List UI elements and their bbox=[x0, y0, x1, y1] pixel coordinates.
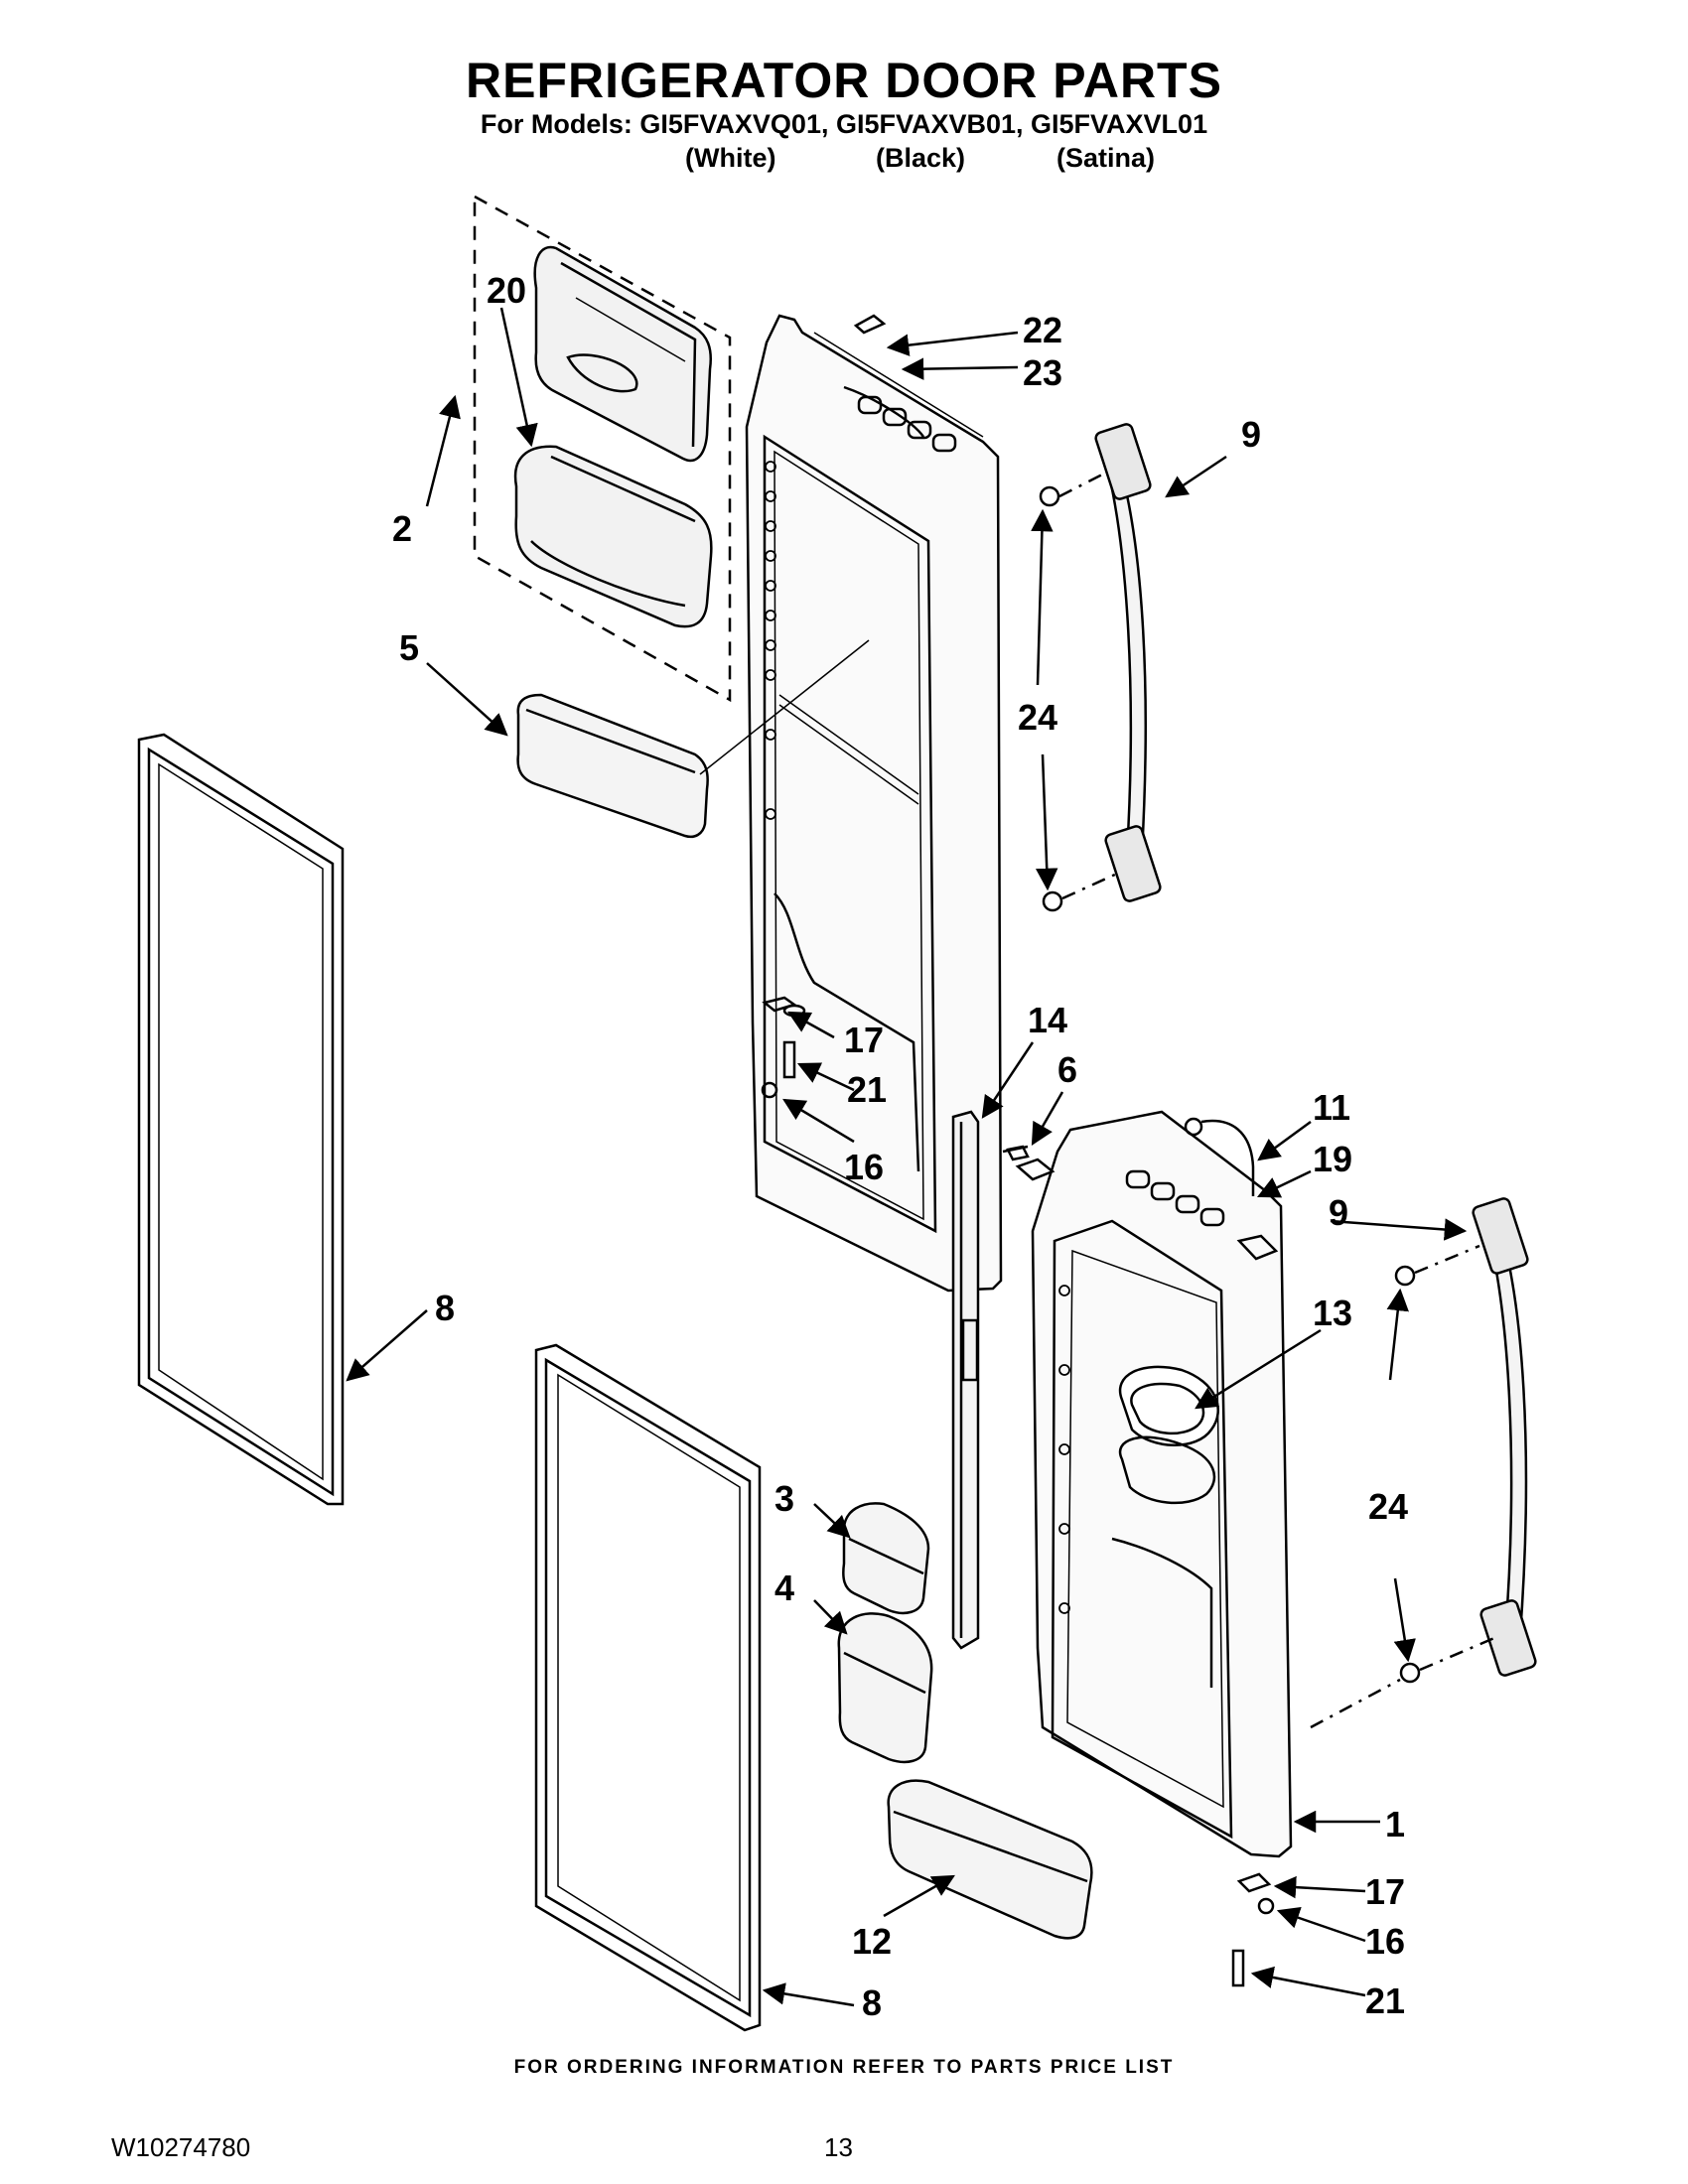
callout-19: 19 bbox=[1313, 1139, 1352, 1179]
door-bin-part-4 bbox=[837, 1612, 933, 1764]
door-bin-part-12 bbox=[887, 1779, 1093, 1940]
callout-2: 2 bbox=[392, 508, 412, 549]
callout-17-upper: 17 bbox=[844, 1020, 884, 1060]
callout-16-upper: 16 bbox=[844, 1147, 884, 1187]
document-id: W10274780 bbox=[111, 2132, 251, 2162]
door-bin-part-3 bbox=[842, 1502, 930, 1615]
callout-9-lower: 9 bbox=[1329, 1192, 1348, 1233]
callout-20: 20 bbox=[487, 270, 526, 311]
handle-screw-top bbox=[1039, 485, 1060, 507]
part-22-cap bbox=[853, 314, 887, 335]
callout-16-lower: 16 bbox=[1365, 1921, 1405, 1962]
callout-14: 14 bbox=[1028, 1000, 1067, 1040]
callout-23: 23 bbox=[1023, 352, 1062, 393]
upper-door-gasket bbox=[137, 733, 345, 1506]
lower-door-gasket bbox=[534, 1343, 762, 2032]
callout-4: 4 bbox=[774, 1568, 794, 1608]
callout-8-upper: 8 bbox=[435, 1288, 455, 1328]
dairy-bin-part bbox=[513, 445, 713, 628]
callout-1: 1 bbox=[1385, 1804, 1405, 1844]
callout-8-lower: 8 bbox=[862, 1982, 882, 2023]
callout-21-upper: 21 bbox=[847, 1069, 887, 1110]
lower-handle-screw-top bbox=[1394, 1265, 1416, 1287]
callout-11: 11 bbox=[1313, 1087, 1350, 1128]
callout-3: 3 bbox=[774, 1478, 794, 1519]
callout-9-upper: 9 bbox=[1241, 414, 1261, 455]
screw-part-6 bbox=[1006, 1145, 1030, 1161]
models-line: For Models: GI5FVAXVQ01, GI5FVAXVB01, GI… bbox=[480, 109, 1208, 139]
variant-satina: (Satina) bbox=[1056, 143, 1156, 173]
callout-24-lower: 24 bbox=[1368, 1486, 1408, 1527]
ordering-note: FOR ORDERING INFORMATION REFER TO PARTS … bbox=[513, 2057, 1175, 2078]
callout-5: 5 bbox=[399, 627, 419, 668]
callout-6: 6 bbox=[1057, 1049, 1077, 1090]
lower-hinge-parts bbox=[1231, 1872, 1275, 1987]
upper-door-handle bbox=[1094, 423, 1162, 902]
variant-black: (Black) bbox=[876, 143, 966, 173]
page-number: 13 bbox=[824, 2132, 853, 2162]
part-group-dashed-outline bbox=[473, 195, 732, 703]
lower-door-handle bbox=[1472, 1197, 1537, 1677]
callout-24-upper: 24 bbox=[1018, 697, 1057, 738]
water-tube-part-11 bbox=[1184, 1117, 1255, 1196]
variant-white: (White) bbox=[685, 143, 776, 173]
callout-22: 22 bbox=[1023, 310, 1062, 350]
lower-door-liner bbox=[1015, 1110, 1293, 1858]
callout-12: 12 bbox=[852, 1921, 892, 1962]
door-bin-part-5 bbox=[516, 693, 709, 839]
callout-13: 13 bbox=[1313, 1293, 1352, 1333]
dairy-door-cover-part bbox=[533, 245, 712, 463]
page-title: REFRIGERATOR DOOR PARTS bbox=[466, 53, 1222, 108]
mullion-part-14 bbox=[951, 1110, 1029, 1650]
handle-screw-bottom bbox=[1042, 890, 1063, 912]
callout-21-lower: 21 bbox=[1365, 1980, 1405, 2021]
left-door-liner bbox=[745, 314, 1003, 1293]
callout-17-lower: 17 bbox=[1365, 1871, 1405, 1912]
lower-handle-screw-bottom bbox=[1399, 1662, 1421, 1684]
